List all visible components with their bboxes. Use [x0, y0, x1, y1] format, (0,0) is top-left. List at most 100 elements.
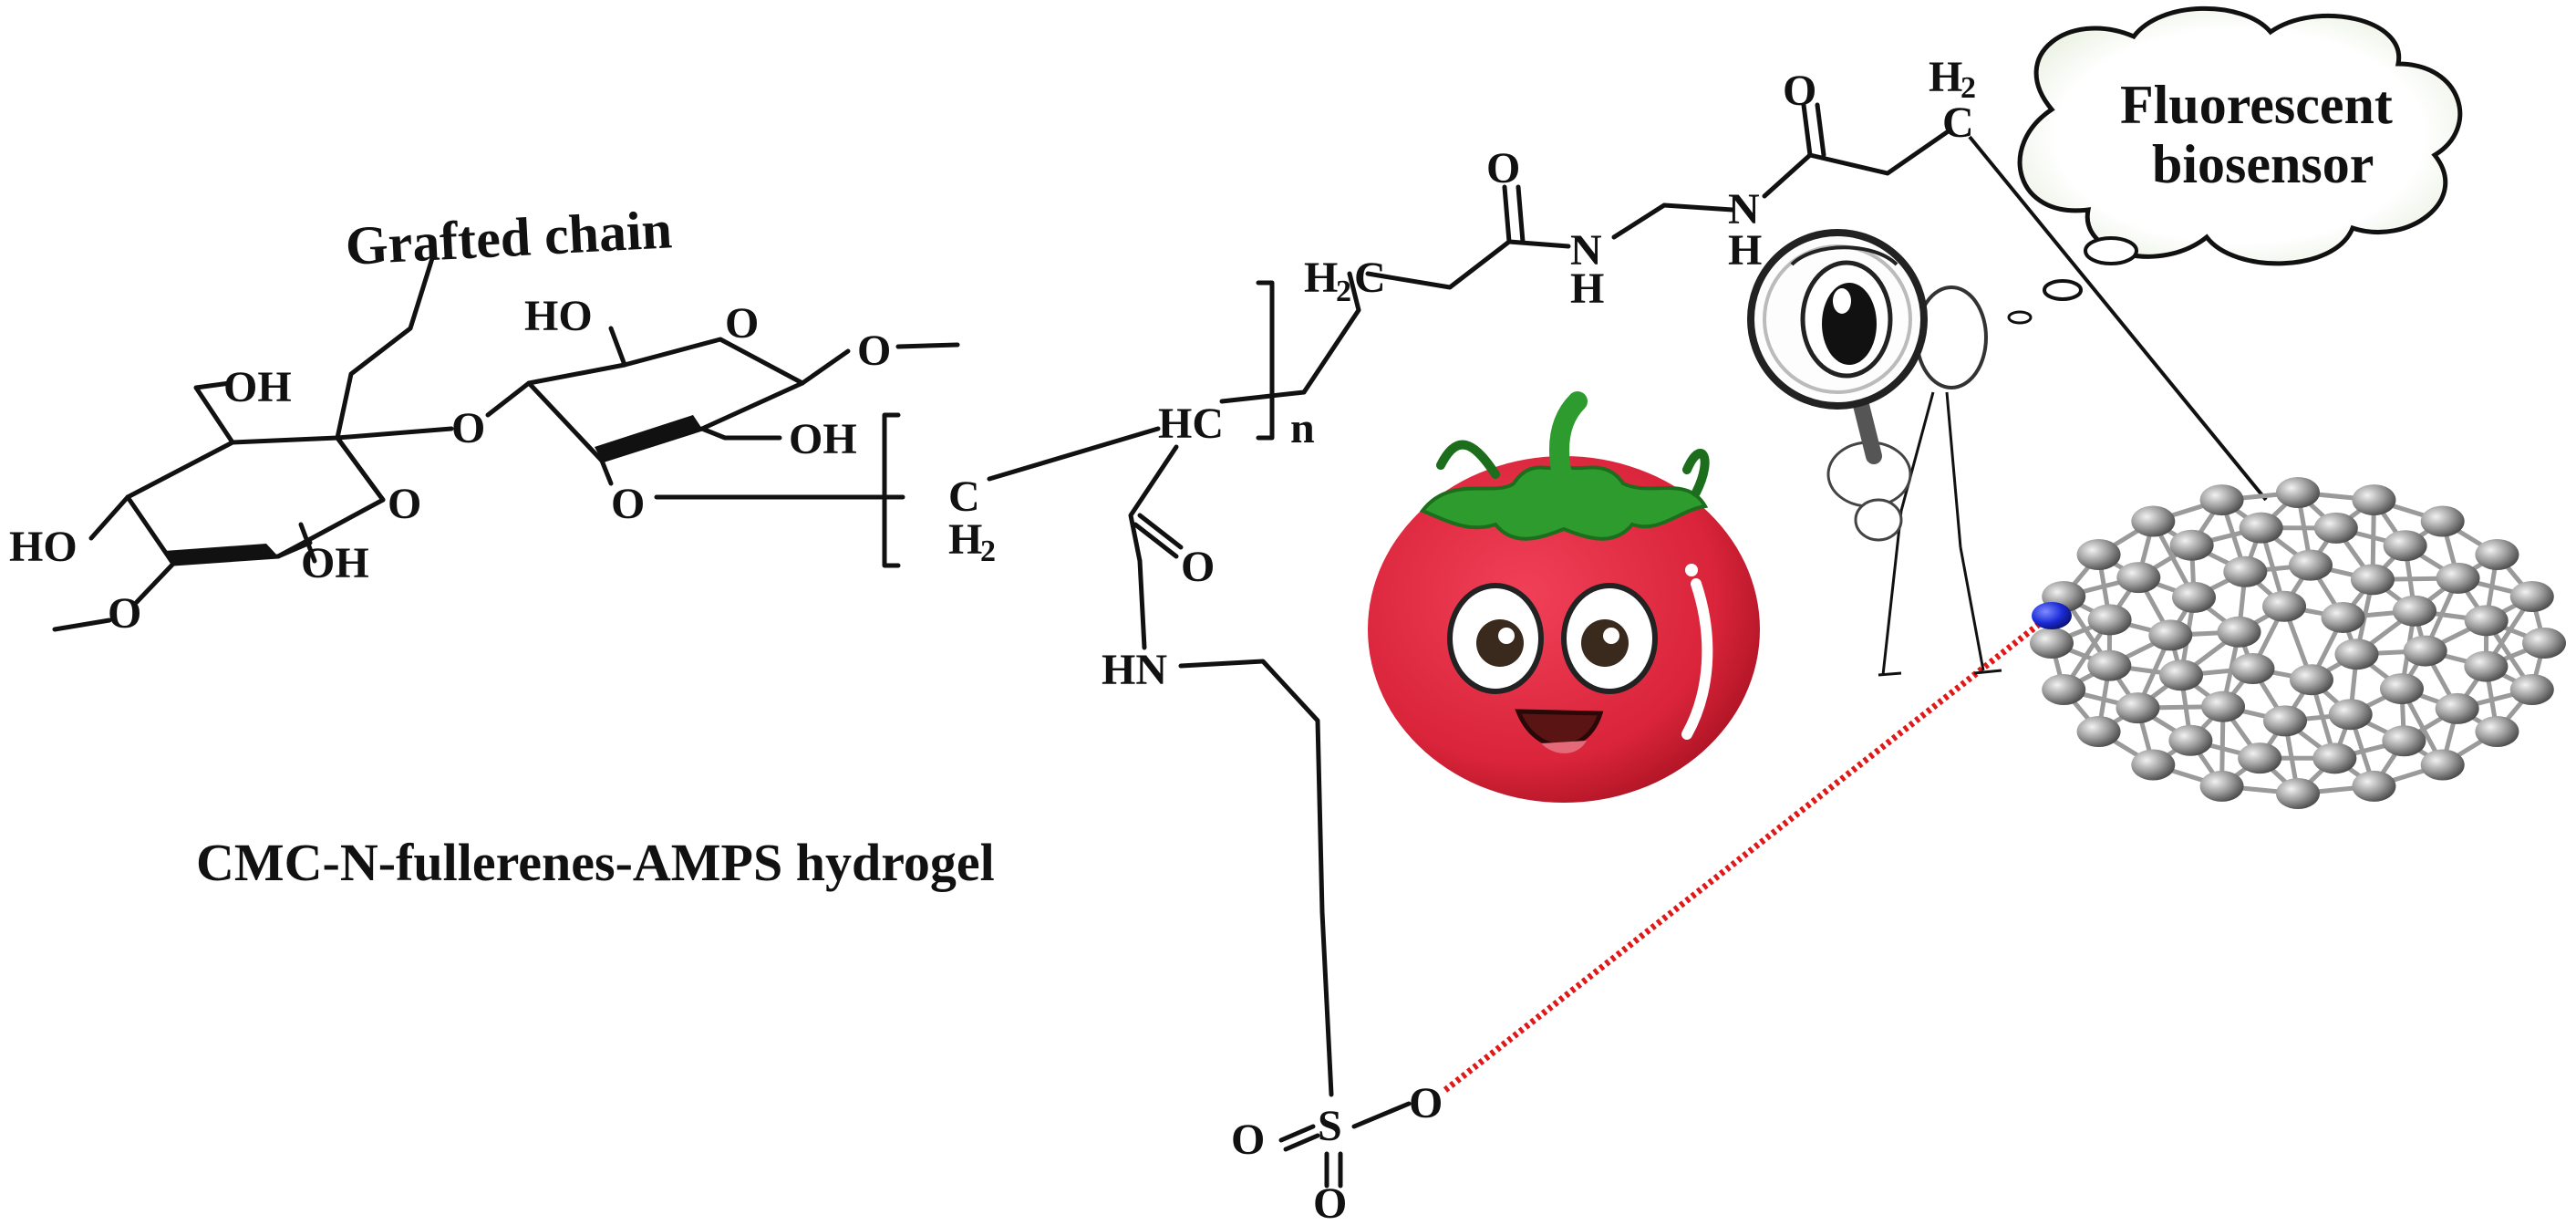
fullerene-atom [2522, 628, 2566, 659]
fullerene-icon [2030, 477, 2566, 809]
fullerene-atom [2131, 505, 2176, 537]
bubble-line1: Fluorescent [2120, 75, 2393, 135]
fullerene-atom [2217, 616, 2261, 648]
fullerene-atom [2199, 484, 2244, 516]
oh-top-label: OH [223, 363, 292, 411]
fullerene-atom [2392, 595, 2436, 627]
tomato-icon [1368, 391, 1760, 803]
fullerene-atom [2230, 653, 2275, 685]
fullerene-atom [2172, 581, 2217, 613]
o-amide1-label: O [1181, 543, 1215, 591]
fullerene-atom [2289, 549, 2333, 581]
o-ring2-bottom-label: O [611, 480, 645, 528]
fullerene-atom [2116, 562, 2161, 594]
fullerene-atom [2159, 659, 2204, 691]
o-s-bottom-label: O [1313, 1179, 1347, 1225]
fullerene-atom [2087, 649, 2132, 681]
fullerene-atom [2312, 742, 2357, 774]
o-ring2-methoxy-label: O [857, 327, 891, 375]
fullerene-atom [2168, 724, 2213, 756]
fullerene-atom [2509, 673, 2554, 705]
o-top2-label: O [1783, 67, 1816, 115]
fullerene-atom [2420, 505, 2465, 537]
fullerene-atom [2321, 601, 2365, 633]
fullerene-atom [2116, 692, 2160, 724]
o-s-left-label: O [1231, 1116, 1265, 1164]
grafted-chain-label: Grafted chain [344, 199, 673, 276]
o-top1-label: O [1486, 144, 1520, 192]
fullerene-atom [2464, 650, 2509, 682]
thought-bubble: Fluorescent biosensor [2007, 5, 2463, 325]
fullerene-atom [2313, 512, 2358, 544]
oh-ring2-label: OH [789, 415, 857, 463]
fullerene-atom [2350, 564, 2395, 596]
fullerene-atom [2328, 699, 2373, 731]
h2c-top-sub-label: 2 [1336, 275, 1351, 308]
fullerene-atom [2148, 619, 2193, 651]
hydrogel-title: CMC-N-fullerenes-AMPS hydrogel [196, 833, 995, 892]
fullerene-atom [2464, 605, 2509, 637]
c-ch2-label: C [948, 472, 980, 521]
o-ring1-label: O [388, 480, 421, 528]
c-top-c-label: C [1942, 99, 1974, 147]
fullerene-atom [2352, 770, 2396, 802]
fullerene-atom [2435, 692, 2479, 724]
fullerene-atom [2509, 581, 2554, 613]
fullerene-atom [2475, 715, 2519, 747]
ho-left-label: HO [9, 523, 78, 571]
nh1-n-label: N [1570, 226, 1602, 275]
fullerene-atom [2030, 628, 2074, 659]
fullerene-atom [2169, 529, 2214, 561]
fullerene-atom [2276, 477, 2320, 508]
fullerene-atom [2087, 604, 2132, 636]
o-ring1-methoxy-label: O [108, 589, 141, 638]
fullerene-atom [2042, 673, 2086, 705]
nh2-n-label: N [1728, 185, 1760, 234]
fullerene-atom [2199, 770, 2244, 802]
fullerene-atom [2334, 638, 2379, 670]
fullerene-atom [2238, 742, 2282, 774]
n-repeat-label: n [1290, 404, 1315, 452]
hn-label: HN [1102, 646, 1167, 694]
nh2-h-label: H [1728, 226, 1762, 275]
fullerene-atom [2383, 530, 2427, 562]
fullerene-atom [2076, 715, 2121, 747]
h2c-top-c-label: C [1354, 254, 1386, 302]
fullerene-atom [2289, 664, 2333, 696]
s-label: S [1318, 1102, 1342, 1150]
fullerene-atom [2076, 539, 2121, 571]
fullerene-atom [2262, 705, 2307, 737]
nitrogen-atom [2032, 602, 2072, 629]
fullerene-atom [2352, 484, 2396, 516]
atom-labels: OH HO OH O O O HO O O OH O C H 2 HC n O … [9, 53, 1976, 1225]
fullerene-atom [2403, 635, 2447, 667]
hc-label: HC [1158, 400, 1224, 448]
connector-line [1968, 135, 2268, 502]
fullerene-atom [2223, 555, 2268, 587]
bubble-line2: biosensor [2152, 134, 2374, 194]
fullerene-atom [2276, 778, 2320, 809]
fullerene-atom [2436, 562, 2480, 594]
h-ch2-label: H [948, 515, 982, 564]
sugar-ring-2 [526, 326, 960, 500]
h-ch2-sub-label: 2 [980, 535, 996, 568]
o-ring2-label: O [725, 299, 759, 348]
nh1-h-label: H [1570, 265, 1604, 313]
fullerene-atom [2131, 749, 2176, 781]
o-s-right-label: O [1409, 1079, 1443, 1127]
fullerene-atom [2420, 749, 2465, 781]
o-glyco-label: O [451, 404, 485, 452]
fullerene-atom [2239, 512, 2283, 544]
fullerene-atom [2379, 673, 2424, 705]
h2c-top-h-label: H [1304, 254, 1338, 302]
fullerene-atom [2262, 590, 2307, 622]
oh-bottom-label: OH [301, 539, 369, 587]
c-top-h2-sub-label: 2 [1960, 71, 1976, 105]
c-top-h2-label: H [1929, 53, 1962, 101]
fullerene-atom [2475, 539, 2519, 571]
fullerene-atom [2382, 725, 2426, 757]
polymer-backbone [882, 102, 1950, 1097]
ho-ring2-label: HO [524, 292, 593, 340]
